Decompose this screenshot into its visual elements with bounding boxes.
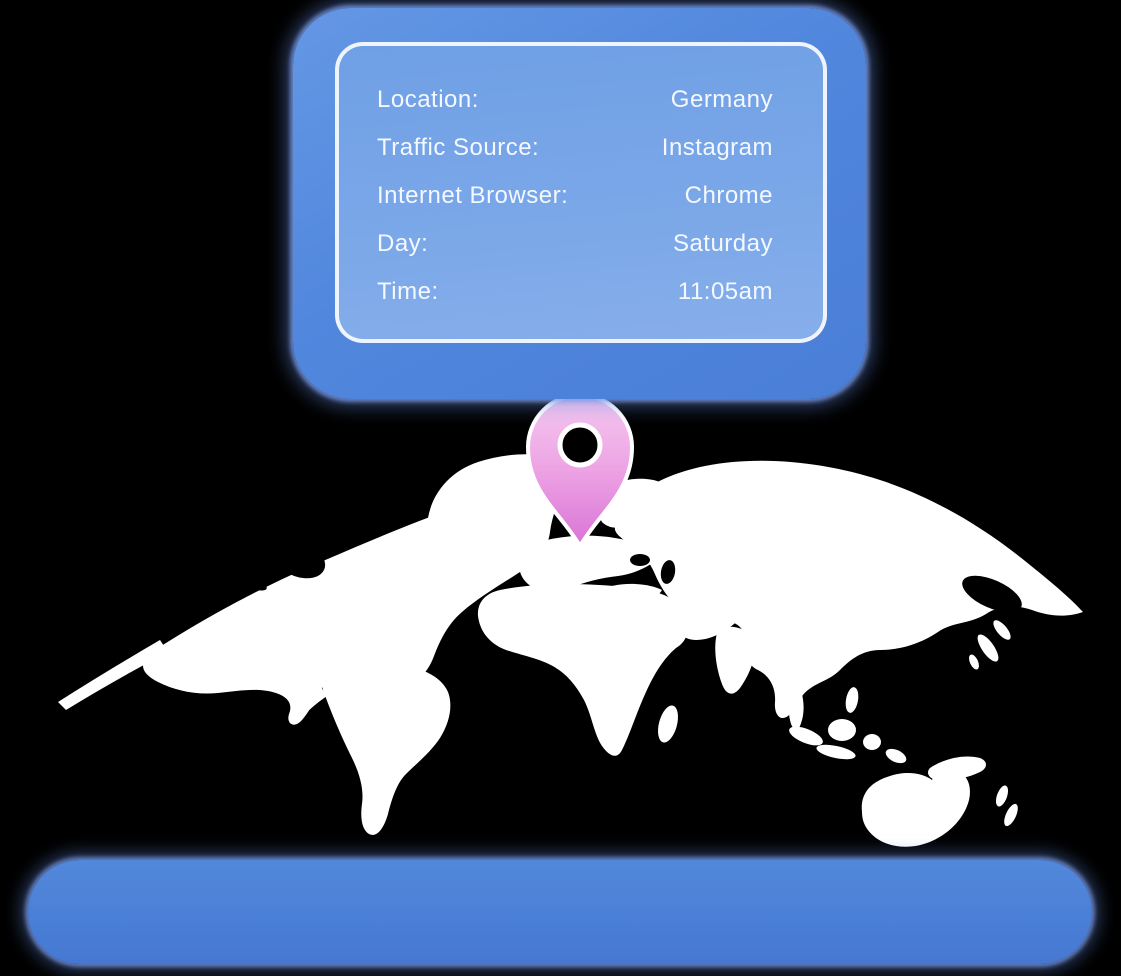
map-sea-of-okhotsk [962, 575, 1022, 613]
map-madagascar [658, 705, 678, 743]
map-seas [228, 482, 1022, 613]
map-australia [861, 768, 970, 847]
map-new-zealand-south [1004, 803, 1018, 827]
info-row-day: Day: Saturday [377, 220, 773, 268]
map-central-america [290, 687, 327, 724]
map-aleutian-tail [58, 640, 168, 710]
map-japan [977, 634, 999, 662]
map-caribbean-island [343, 667, 349, 673]
info-row-location: Location: Germany [377, 76, 773, 124]
map-java [816, 744, 856, 760]
bottom-bar [28, 860, 1092, 964]
map-great-lakes [228, 571, 248, 581]
map-india [715, 626, 755, 694]
info-label: Time: [377, 278, 439, 305]
visitor-info-card: Location: Germany Traffic Source: Instag… [293, 8, 866, 399]
info-label: Traffic Source: [377, 134, 540, 161]
map-new-zealand-north [995, 785, 1009, 807]
map-arabia [668, 588, 746, 640]
location-pin-icon [525, 393, 635, 550]
map-black-sea [630, 554, 650, 566]
info-row-traffic-source: Traffic Source: Instagram [377, 124, 773, 172]
map-japan [993, 620, 1011, 640]
map-arctic-channel [380, 482, 433, 507]
info-label: Location: [377, 86, 479, 113]
map-caspian-sea [660, 560, 676, 584]
map-africa [477, 583, 687, 756]
info-label: Internet Browser: [377, 182, 569, 209]
map-japan [969, 654, 979, 670]
map-south-america [319, 659, 451, 835]
map-malay-peninsula [788, 682, 804, 730]
map-hudson-bay [274, 541, 326, 579]
info-value: Germany [670, 86, 773, 113]
map-sumatra [789, 726, 823, 746]
map-ireland [509, 527, 519, 541]
visitor-info-panel: Location: Germany Traffic Source: Instag… [335, 42, 827, 343]
info-row-time: Time: 11:05am [377, 268, 773, 316]
info-value: Saturday [672, 230, 773, 257]
map-cuba [297, 651, 327, 663]
map-new-guinea [928, 756, 986, 781]
map-north-america [143, 478, 565, 725]
map-britain [520, 515, 536, 539]
info-value: Instagram [661, 134, 773, 161]
info-label: Day: [377, 230, 429, 257]
pin-hole [557, 422, 603, 468]
map-great-lakes [249, 581, 267, 591]
map-borneo [828, 719, 856, 741]
map-arctic-channel [310, 508, 372, 540]
map-europe [518, 535, 662, 592]
map-asia [614, 460, 1083, 719]
info-row-browser: Internet Browser: Chrome [377, 172, 773, 220]
map-philippines [845, 687, 859, 713]
map-island [885, 748, 907, 764]
map-caribbean-island [333, 661, 339, 667]
map-sulawesi [863, 734, 881, 750]
continents [58, 454, 1083, 847]
info-value: Chrome [684, 182, 773, 209]
map-greenland [428, 454, 556, 521]
info-value: 11:05am [677, 278, 773, 305]
